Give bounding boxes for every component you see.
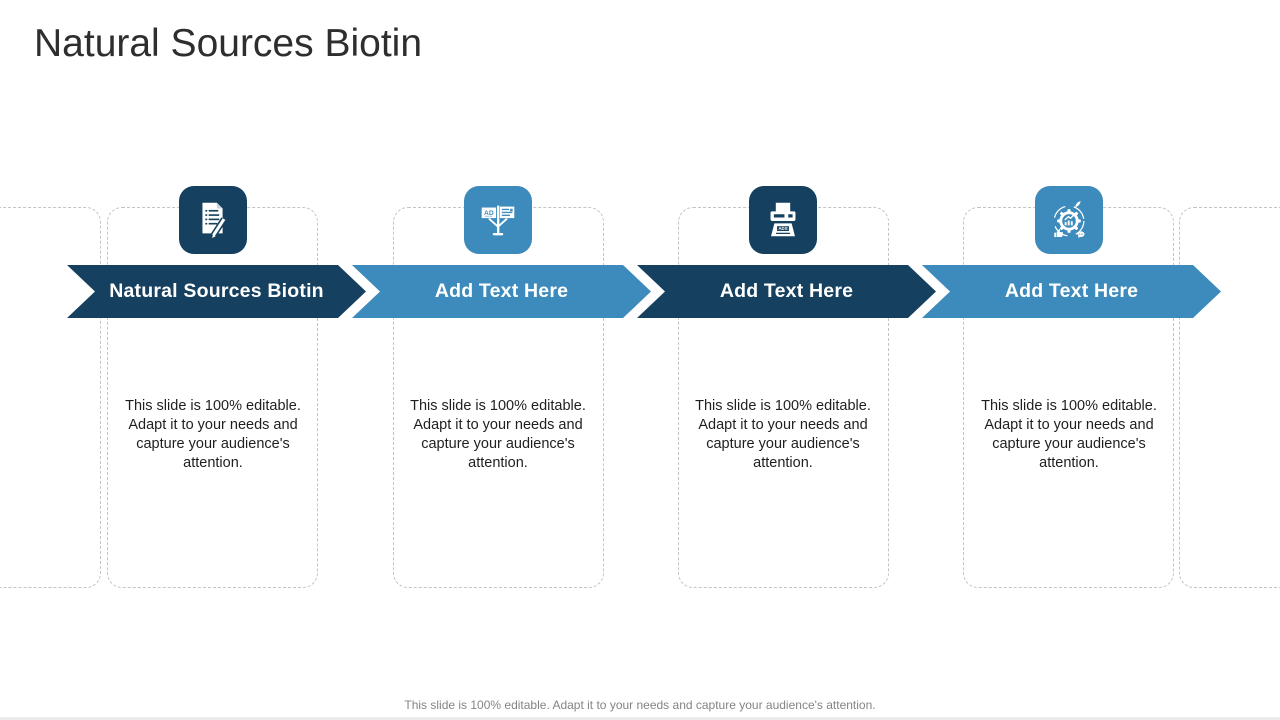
process-arrow-band <box>61 265 1227 318</box>
document-pen-icon <box>202 202 227 238</box>
process-arrow-4 <box>916 265 1227 318</box>
step-label-4: Add Text Here <box>1004 280 1139 302</box>
icon-tile-2: AD <box>464 186 532 254</box>
process-arrow-1 <box>61 265 372 318</box>
ad-billboard-icon: AD <box>481 205 515 236</box>
ad-board-text: AD <box>484 210 494 217</box>
dashed-card-partial-left <box>0 207 101 588</box>
process-arrow-3 <box>631 265 942 318</box>
dashed-card-partial-right <box>1179 207 1280 588</box>
page-title: Natural Sources Biotin <box>34 22 423 65</box>
icon-tile-4 <box>1035 186 1103 254</box>
icon-tile-1 <box>179 186 247 254</box>
step-description-3: This slide is 100% editable. Adapt it to… <box>695 398 871 471</box>
footer-note: This slide is 100% editable. Adapt it to… <box>404 698 876 712</box>
slide-bottom-edge <box>0 717 1280 720</box>
step-label-2: Add Text Here <box>434 280 569 302</box>
marketing-gear-icon <box>1053 201 1085 238</box>
step-label-3: Add Text Here <box>719 280 854 302</box>
process-arrow-2 <box>346 265 657 318</box>
step-description-1: This slide is 100% editable. Adapt it to… <box>125 398 301 471</box>
icon-tile-3: ADS <box>749 186 817 254</box>
step-description-2: This slide is 100% editable. Adapt it to… <box>410 398 586 471</box>
step-description-4: This slide is 100% editable. Adapt it to… <box>981 398 1157 471</box>
ads-printer-icon: ADS <box>770 202 796 237</box>
step-label-1: Natural Sources Biotin <box>109 280 324 302</box>
ads-output-text: ADS <box>778 226 787 231</box>
